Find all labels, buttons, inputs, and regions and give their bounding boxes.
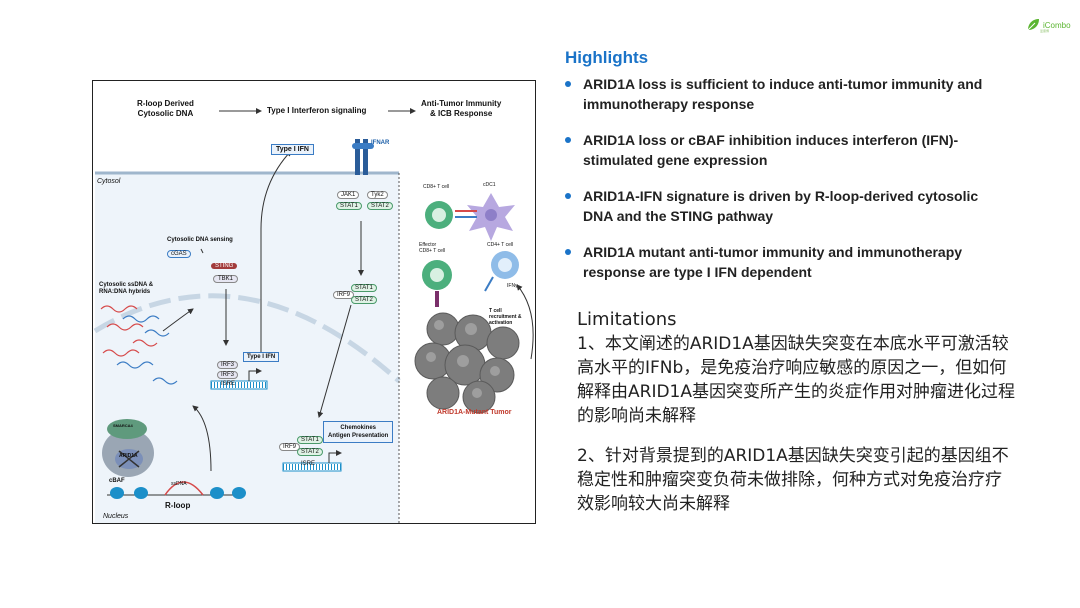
nucleus-label: Nucleus	[103, 513, 129, 520]
rloop-loop	[164, 481, 204, 496]
cd4-t-cell-icon	[491, 251, 519, 279]
bullet-icon	[565, 137, 571, 143]
irf3-tag-2: IRF3	[217, 371, 239, 379]
ifng-arrow	[484, 276, 494, 292]
limitation-2: 2、针对背景提到的ARID1A基因缺失突变引起的基因组不稳定性和肿瘤突变负荷未做…	[577, 446, 1009, 514]
header-rloop-dna: R-loop Derived Cytosolic DNA	[137, 99, 194, 118]
cd4-t-cell-label: CD4+ T cell	[487, 242, 514, 248]
type1-ifn-gene-box: Type I IFN	[243, 352, 280, 362]
cgas-tag: cGAS	[167, 250, 191, 258]
jak1-tag: JAK1	[337, 191, 360, 199]
stat1-tag: STAT1	[336, 202, 362, 210]
cytosolic-sensing-label: Cytosolic DNA sensing	[167, 237, 233, 243]
header-anti-tumor: Anti-Tumor Immunity & ICB Response	[421, 99, 502, 118]
ssdna-hybrids-label: Cytosolic ssDNA & RNA:DNA hybrids	[99, 282, 154, 295]
cdc1-icon	[467, 193, 515, 241]
logo-subtext: 爱康博	[1040, 29, 1050, 33]
sting-tag: STING	[211, 263, 238, 269]
arrow-ssdna-cytosol	[192, 405, 212, 472]
arid1a-label: ARID1A	[119, 453, 138, 459]
stat2-nuclear-tag: STAT2	[351, 296, 377, 304]
smarca4-label: SMARCA4	[113, 423, 133, 428]
bullet-icon	[565, 81, 571, 87]
header-type1-ifn: Type I Interferon signaling	[267, 106, 367, 115]
highlights-section: Highlights ARID1A loss is sufficient to …	[565, 48, 1005, 298]
limitations-section: Limitations 1、本文阐述的ARID1A基因缺失突变在本底水平可激活较…	[577, 309, 1017, 532]
cd8-t-cell-label: CD8+ T cell	[423, 184, 450, 190]
cytosol-label: Cytosol	[97, 178, 121, 185]
bullet-icon	[565, 249, 571, 255]
limitations-title: Limitations	[577, 309, 677, 330]
tumor-highlights	[426, 320, 500, 398]
limitation-1: 1、本文阐述的ARID1A基因缺失突变在本底水平可激活较高水平的IFNb，是免疫…	[577, 334, 1015, 426]
irf9-tag: IRF9	[333, 291, 355, 299]
isre-label: ISRE	[221, 381, 236, 387]
ifnar-receptor	[352, 139, 374, 175]
highlight-item: ARID1A mutant anti-tumor immunity and im…	[565, 242, 1005, 282]
arrow-chemokines	[317, 304, 352, 418]
nuclear-membrane	[93, 293, 401, 383]
isre-label-2: ISRE	[301, 461, 316, 467]
cbaf-label: cBAF	[109, 478, 125, 484]
figure-drawing	[93, 108, 534, 523]
rloop-label: R-loop	[165, 501, 191, 510]
ifng-label: IFNγ	[507, 283, 518, 289]
ssdna-label: ssDNA	[171, 481, 187, 487]
stat2-gene-tag: STAT2	[297, 448, 323, 456]
tumor-label: ARID1A-Mutant Tumor	[437, 409, 512, 416]
tyk2-tag: Tyk2	[367, 191, 388, 199]
bullet-icon	[565, 193, 571, 199]
cdc1-label: cDC1	[483, 182, 496, 188]
highlight-item: ARID1A loss or cBAF inhibition induces i…	[565, 130, 1005, 170]
effector-cd8-label: Effector CD8+ T cell	[419, 242, 446, 254]
graphical-abstract: R-loop Derived Cytosolic DNA Type I Inte…	[92, 80, 536, 524]
stat1-gene-tag: STAT1	[297, 436, 323, 444]
effector-cd8-icon	[422, 260, 452, 307]
type1-ifn-box: Type I IFN	[271, 144, 314, 155]
ifnar-label: IFNAR	[371, 140, 390, 146]
tbk1-tag: TBK1	[213, 275, 239, 283]
leaf-icon	[1027, 19, 1039, 31]
cbaf-complex	[102, 419, 154, 477]
gene-isre-irf3	[210, 368, 268, 390]
highlights-title: Highlights	[565, 48, 649, 67]
arrow-dna-sensing	[162, 308, 194, 332]
recruitment-arrow	[516, 284, 534, 360]
irf3-tag-1: IRF3	[217, 361, 239, 369]
cgas-sting-link	[200, 248, 204, 254]
arrow-ifn-secretion	[260, 150, 292, 353]
stat2-tag: STAT2	[367, 202, 393, 210]
ssdna-squiggles	[100, 305, 158, 357]
logo-text: iCombo	[1043, 20, 1071, 30]
cd8-t-cell-icon	[425, 201, 453, 229]
nucleosomes	[110, 487, 246, 499]
irf9-nuclear-tag: IRF9	[279, 443, 301, 451]
highlight-item: ARID1A loss is sufficient to induce anti…	[565, 74, 1005, 114]
rna-squiggles	[116, 315, 178, 385]
gene-isre-chemokines	[282, 450, 342, 472]
recruitment-label: T cell recruitment & activation	[489, 308, 522, 326]
icombo-logo: iCombo	[1026, 18, 1071, 32]
chemokines-box: Chemokines Antigen Presentation	[323, 421, 394, 443]
stat1-nuclear-tag: STAT1	[351, 284, 377, 292]
highlight-item: ARID1A-IFN signature is driven by R-loop…	[565, 186, 1005, 226]
